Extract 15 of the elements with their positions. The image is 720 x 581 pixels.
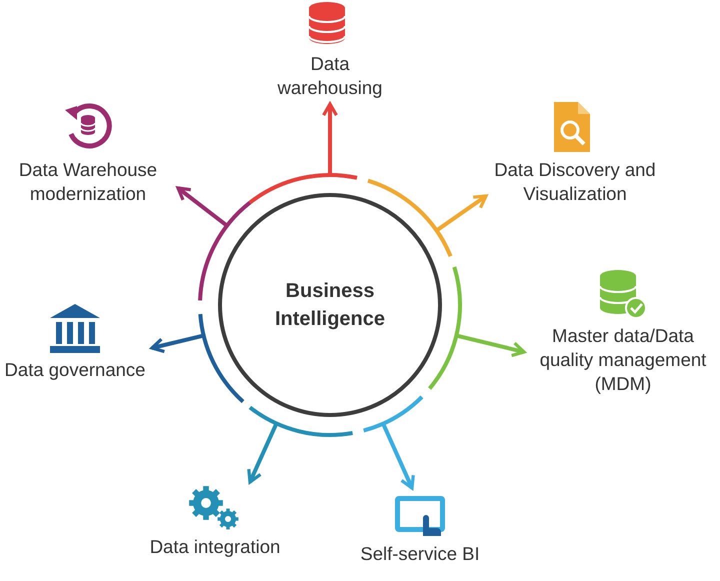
- node-label: Data warehousing: [276, 52, 384, 100]
- node-label: Master data/Data quality management (MDM): [538, 324, 708, 396]
- hub-title: Business Intelligence: [274, 279, 386, 332]
- arrow: [247, 422, 278, 484]
- node-label: Data integration: [150, 535, 280, 559]
- arrow: [176, 186, 228, 228]
- node-label: Data governance: [4, 358, 146, 382]
- arrow: [150, 334, 204, 354]
- arrow: [435, 194, 488, 232]
- arrow: [381, 422, 415, 490]
- arrow: [456, 334, 526, 358]
- node-label: Data Warehouse modernization: [18, 158, 158, 206]
- node-label: Data Discovery and Visualization: [493, 158, 657, 206]
- arrow: [322, 102, 338, 175]
- node-label: Self-service BI: [360, 542, 480, 566]
